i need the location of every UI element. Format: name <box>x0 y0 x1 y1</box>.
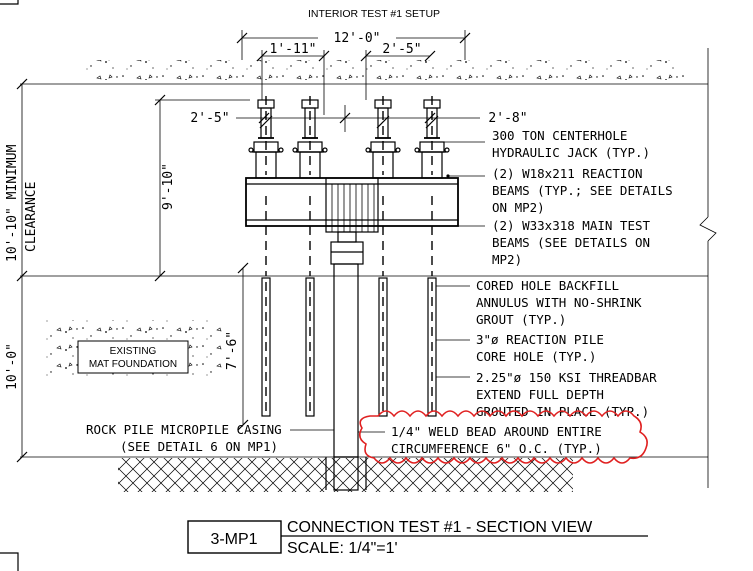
callout-notes: 300 TON CENTERHOLE HYDRAULIC JACK (TYP.)… <box>86 128 673 456</box>
casing-note-line1: ROCK PILE MICROPILE CASING <box>86 422 282 437</box>
setup-title: INTERIOR TEST #1 SETUP <box>308 8 440 20</box>
revision-cloud <box>358 410 648 464</box>
weld-note-line2: CIRCUMFERENCE 6" O.C. (TYP.) <box>391 441 602 456</box>
core-hole-note-line2: CORE HOLE (TYP.) <box>476 349 596 364</box>
upper-clearance-line2: CLEARANCE <box>24 182 39 252</box>
reaction-beams <box>245 177 459 227</box>
detail-id-box <box>187 520 282 554</box>
frame-height-dim: 9'-10" <box>161 163 176 210</box>
scale-label: SCALE: 1/4"=1' <box>287 540 398 557</box>
detail-id: 3-MP1 <box>210 531 257 548</box>
mat-foundation-line2: MAT FOUNDATION <box>89 359 177 370</box>
threadbar-note-line2: EXTEND FULL DEPTH <box>476 387 604 402</box>
pile-depth-dim: 7'-6" <box>225 331 240 370</box>
mat-foundation-line1: EXISTING <box>110 346 157 357</box>
slab-speckle <box>85 60 685 80</box>
casing-note-line2: (SEE DETAIL 6 ON MP1) <box>120 439 278 454</box>
jack-2 <box>292 96 328 179</box>
reaction-beams-note-line2: BEAMS (TYP.; SEE DETAILS <box>492 183 673 198</box>
right-jack-spacing-dim: 2'-5" <box>382 42 421 57</box>
main-beams-note-line1: (2) W33x318 MAIN TEST <box>492 218 651 233</box>
section-title: CONNECTION TEST #1 - SECTION VIEW <box>287 519 593 536</box>
jack-3 <box>365 96 401 179</box>
main-beams-note-line2: BEAMS (SEE DETAILS ON <box>492 235 650 250</box>
lower-depth-dim: 10'-0" <box>5 343 20 390</box>
micropile-casing <box>333 263 359 458</box>
main-test-beams <box>325 177 379 233</box>
left-offset-dim: 2'-5" <box>190 111 229 126</box>
mat-foundation-label-box <box>77 340 189 374</box>
soil-hatch <box>118 458 573 492</box>
jack-note-line2: HYDRAULIC JACK (TYP.) <box>492 145 650 160</box>
backfill-note-line2: ANNULUS WITH NO-SHRINK <box>476 295 642 310</box>
backfill-note-line1: CORED HOLE BACKFILL <box>476 278 619 293</box>
overall-width-dim: 12'-0" <box>334 31 381 46</box>
reaction-beams-note-line3: ON MP2) <box>492 200 545 215</box>
core-hole-note-line1: 3"ø REACTION PILE <box>476 332 604 347</box>
upper-clearance-line1: 10'-10" MINIMUM <box>5 144 20 262</box>
left-jack-spacing-dim: 1'-11" <box>270 42 317 57</box>
reaction-piles <box>261 196 437 417</box>
right-offset-dim: 2'-8" <box>488 111 527 126</box>
reaction-beams-note-line1: (2) W18x211 REACTION <box>492 166 643 181</box>
weld-note-line1: 1/4" WELD BEAD AROUND ENTIRE <box>391 424 602 439</box>
main-beams-note-line3: MP2) <box>492 252 522 267</box>
jack-note-line1: 300 TON CENTERHOLE <box>492 128 627 143</box>
backfill-note-line3: GROUT (TYP.) <box>476 312 566 327</box>
jack-1 <box>248 96 284 179</box>
jack-4 <box>414 96 450 179</box>
hydraulic-jacks <box>248 96 450 179</box>
threadbar-note-line1: 2.25"ø 150 KSI THREADBAR <box>476 370 657 385</box>
